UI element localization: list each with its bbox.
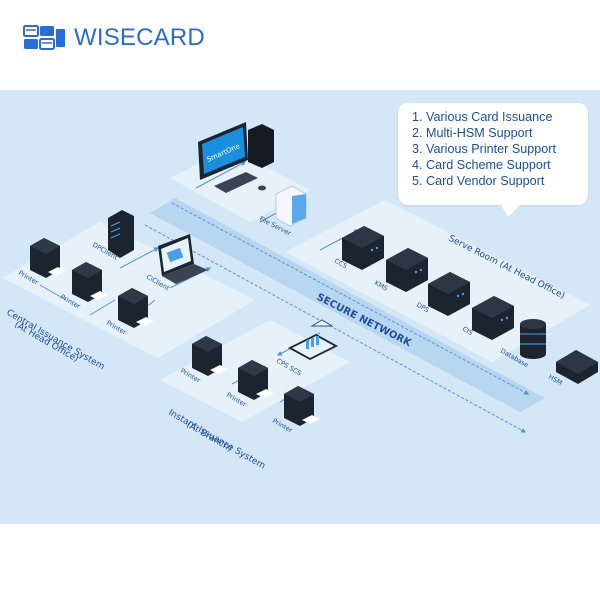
feature-item: 4. Card Scheme Support xyxy=(412,158,551,172)
hsm-label: HSM xyxy=(547,373,564,387)
network-link xyxy=(195,161,247,189)
file-server-side xyxy=(292,194,306,224)
card-icon xyxy=(256,389,274,398)
card-stack-logo-icon xyxy=(23,25,65,50)
keyboard-icon xyxy=(214,172,258,193)
network-link xyxy=(89,299,116,316)
computer-tower xyxy=(248,124,274,168)
network-link xyxy=(39,284,67,301)
instant-zone-label-line2: (At Branch) xyxy=(185,420,234,454)
dps-server: DPS xyxy=(415,272,470,316)
bank-icon xyxy=(310,319,334,327)
brand-name: WISECARD xyxy=(74,24,205,51)
printer: Printer xyxy=(17,238,66,287)
feature-item: 2. Multi-HSM Support xyxy=(412,126,533,140)
secure-network-band xyxy=(150,198,545,412)
diagram-panel: SECURE NETWORK SmartOne File Server DPCl… xyxy=(0,90,600,524)
id-card-icon xyxy=(166,247,184,263)
network-link xyxy=(119,247,160,269)
feature-list: 1. Various Card Issuance 2. Multi-HSM Su… xyxy=(398,103,588,189)
laptop-base xyxy=(162,264,208,284)
card-icon xyxy=(136,317,154,326)
network-diagram: SECURE NETWORK SmartOne File Server DPCl… xyxy=(2,122,598,472)
cps-scs: CPS SCS xyxy=(275,319,338,377)
brand-logo: WISECARD xyxy=(22,22,205,54)
ciclient: CiClient xyxy=(145,234,208,293)
dpclient-server-icon xyxy=(108,210,134,258)
card-icon xyxy=(210,365,228,374)
hsm: HSM xyxy=(547,350,598,387)
database: Database xyxy=(499,319,546,369)
monitor-screen xyxy=(202,127,245,174)
feature-item: 3. Various Printer Support xyxy=(412,142,556,156)
kms-server: KMS xyxy=(373,248,428,293)
network-link xyxy=(144,224,527,433)
card-icon xyxy=(90,291,108,300)
feature-callout: 1. Various Card Issuance 2. Multi-HSM Su… xyxy=(398,103,588,205)
card-icon xyxy=(302,415,320,424)
workstation: SmartOne xyxy=(198,122,274,193)
feature-item: 5. Card Vendor Support xyxy=(412,174,545,188)
mouse-icon xyxy=(258,185,266,191)
network-link xyxy=(171,202,530,395)
card-icon xyxy=(48,267,66,276)
feature-item: 1. Various Card Issuance xyxy=(412,110,553,124)
callout-tail xyxy=(500,203,522,217)
